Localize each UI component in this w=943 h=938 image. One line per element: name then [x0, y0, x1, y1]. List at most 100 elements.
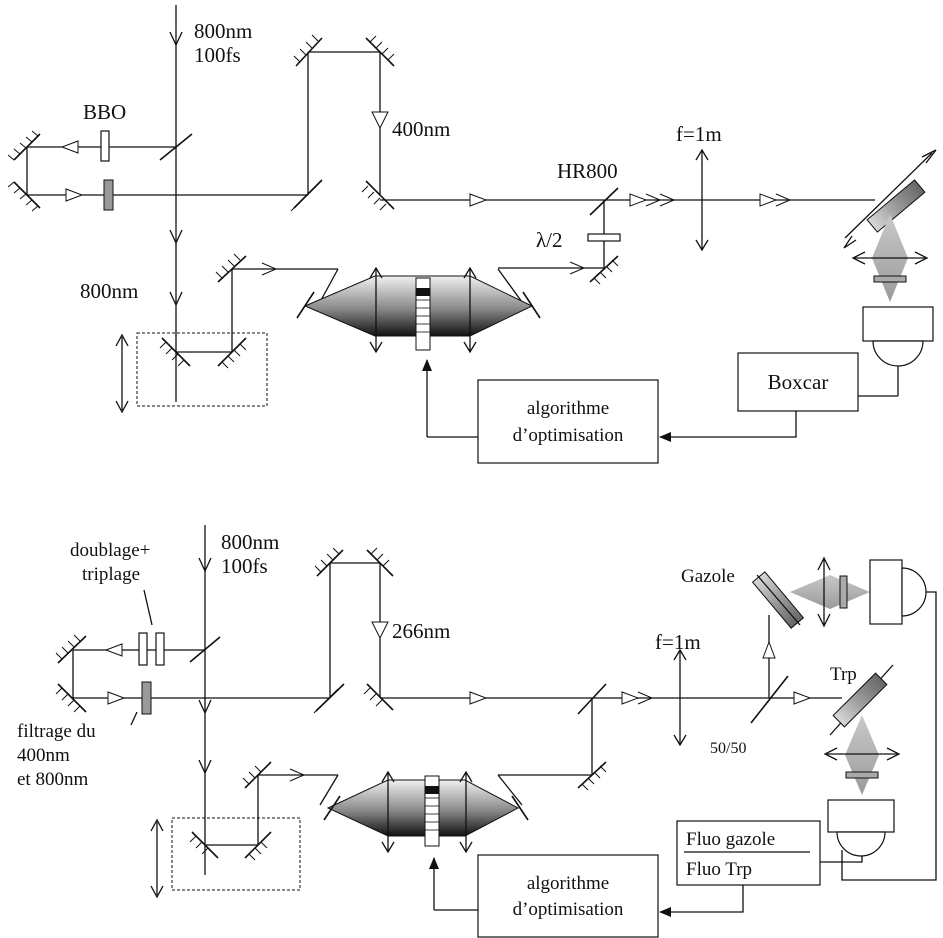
- top-setup: 800nm 100fs BBO: [7, 5, 937, 464]
- top-return-mirror: [589, 255, 619, 285]
- half-wave-plate: [587, 233, 621, 242]
- beam-arrow-icon: [169, 291, 183, 307]
- boxcar-box: [737, 352, 859, 412]
- bottom-lens-label: f=1m: [655, 630, 701, 654]
- top-delay-stage: [136, 332, 268, 407]
- beam-arrow-icon: [198, 557, 212, 573]
- tripling-crystal: [155, 632, 165, 666]
- beam-arrow-icon: [621, 691, 640, 705]
- boxcar-label: Boxcar: [768, 370, 829, 394]
- beam-arrow-icon: [469, 691, 488, 705]
- top-periscope-mirror-1: [290, 179, 323, 212]
- beam-arrow-icon: [60, 140, 79, 154]
- beam-arrow-icon: [775, 193, 792, 207]
- filter-label-3: et 800nm: [17, 769, 88, 790]
- beam-arrow-icon: [198, 759, 212, 775]
- uv-266-label: 266nm: [392, 619, 450, 643]
- top-detector-dome: [872, 340, 924, 367]
- bottom-left-mirror-upper: [55, 634, 87, 664]
- bottom-spatial-light-modulator: [424, 775, 440, 847]
- beam-arrow-icon: [261, 262, 278, 276]
- bottom-delay-mirror-right: [244, 831, 272, 861]
- top-lens-label: f=1m: [676, 122, 722, 146]
- gazole-photomultiplier: [869, 559, 903, 625]
- beam-arrow-icon: [169, 229, 183, 245]
- top-optimizer-label-2: d’optimisation: [513, 425, 624, 446]
- beam-arrow-icon: [629, 193, 648, 207]
- gazole-detector-dome: [901, 567, 927, 617]
- bottom-ratio-to-optimizer: [659, 885, 744, 917]
- top-periscope-mirror-3: [365, 35, 395, 67]
- top-boxcar-to-optimizer: [659, 411, 797, 442]
- gazole-filter: [839, 575, 848, 609]
- trp-signal-line: [820, 856, 863, 863]
- beam-arrow-icon: [762, 640, 776, 659]
- top-spatial-light-modulator: [415, 277, 431, 351]
- bottom-periscope-mirror-4: [363, 683, 394, 711]
- top-delay-mirror-right: [217, 337, 247, 369]
- beam-arrow-icon: [169, 31, 183, 47]
- top-photomultiplier: [862, 306, 934, 342]
- gazole-signal-line: [841, 591, 937, 881]
- trp-detector-dome: [836, 831, 886, 857]
- bottom-shaper-grating-left: [323, 795, 341, 821]
- bottom-periscope-mirror-2: [314, 547, 344, 577]
- bottom-pulse-label-1: 800nm: [221, 530, 279, 554]
- beam-arrow-icon: [104, 643, 123, 657]
- half-wave-label: λ/2: [536, 228, 563, 252]
- beam-arrow-icon: [645, 193, 662, 207]
- top-delay-mirror-left: [159, 337, 191, 367]
- top-input-beam: [169, 5, 183, 402]
- bottom-filter-plate: [141, 681, 152, 715]
- beam-arrow-icon: [65, 188, 84, 202]
- top-optimizer-label-1: algorithme: [527, 398, 609, 419]
- top-pickup-mirror: [215, 253, 247, 283]
- crystals-label-1: doublage+: [70, 540, 150, 561]
- beam-arrow-icon: [469, 193, 488, 207]
- trp-label: Trp: [830, 664, 857, 685]
- bottom-pulse-label-2: 100fs: [221, 554, 268, 578]
- bottom-optimizer-box: [477, 854, 659, 938]
- trp-photomultiplier: [827, 799, 895, 833]
- bottom-periscope-mirror-1: [313, 683, 345, 714]
- bottom-optimizer-label-2: d’optimisation: [513, 899, 624, 920]
- gazole-label: Gazole: [681, 566, 735, 587]
- top-periscope-mirror-4: [361, 180, 395, 211]
- doubling-crystal: [138, 632, 148, 666]
- beam-arrow-icon: [198, 699, 212, 715]
- trp-filter: [845, 771, 879, 779]
- top-shaper-grating-right: [522, 291, 541, 319]
- beam-arrow-icon: [637, 691, 654, 705]
- gazole-fluorescence-cone: [790, 575, 870, 609]
- trp-cell: [832, 672, 888, 728]
- bottom-setup: 800nm 100fs doublage+ triplage filtrage …: [17, 525, 937, 938]
- crystals-label-2: triplage: [82, 564, 140, 585]
- filter-label-2: 400nm: [17, 745, 70, 766]
- fifty-fifty-splitter: [750, 675, 789, 724]
- beam-arrow-icon: [759, 193, 778, 207]
- beam-arrow-icon: [569, 261, 586, 275]
- uv-400-label: 400nm: [392, 117, 450, 141]
- top-optimizer-box: [477, 379, 659, 464]
- beam-arrow-icon: [107, 691, 126, 705]
- ratio-denominator: Fluo Trp: [686, 859, 752, 880]
- top-left-mirror-lower: [7, 181, 41, 212]
- filter-label-1: filtrage du: [17, 721, 96, 742]
- bottom-optimizer-label-1: algorithme: [527, 873, 609, 894]
- top-pulse-label-1: 800nm: [194, 19, 252, 43]
- beam-arrow-icon: [289, 768, 306, 782]
- beam-arrow-icon: [371, 111, 389, 130]
- bottom-shaper-grating-right: [511, 795, 529, 821]
- ratio-box: [676, 820, 821, 886]
- bbo-crystal: [100, 130, 110, 162]
- beam-arrow-icon: [659, 193, 676, 207]
- bottom-delay-mirror-left: [189, 831, 219, 859]
- top-left-mirror-upper: [7, 130, 41, 161]
- top-filter: [873, 275, 907, 283]
- ir-800-label: 800nm: [80, 279, 138, 303]
- top-pulse-label-2: 100fs: [194, 43, 241, 67]
- hr800-label: HR800: [557, 159, 618, 183]
- top-periscope-mirror-2: [293, 34, 323, 67]
- ratio-numerator: Fluo gazole: [686, 829, 775, 850]
